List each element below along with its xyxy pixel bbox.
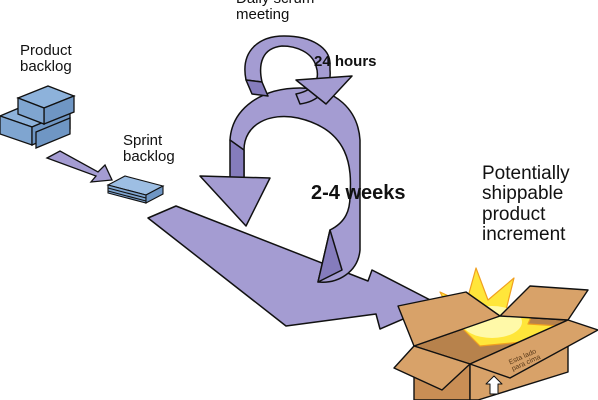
product-backlog-label: Product backlog: [20, 42, 72, 75]
hours-label: 24 hours: [314, 53, 377, 70]
open-box-icon: [393, 267, 598, 400]
up-arrow-icon: [485, 375, 503, 395]
daily-loop-icon: [244, 35, 353, 105]
weeks-label: 2-4 weeks: [311, 182, 406, 204]
backlog-arrow: [45, 150, 113, 183]
daily-scrum-label: Daily scrum meeting: [236, 0, 314, 23]
sprint-loop-icon: [199, 87, 361, 283]
sprint-arrow: [147, 205, 439, 330]
product-backlog-blocks-icon: [0, 85, 76, 149]
sprint-backlog-label: Sprint backlog: [123, 132, 175, 165]
sprint-backlog-stack-icon: [106, 175, 165, 204]
increment-label: Potentially shippable product increment: [482, 163, 570, 245]
